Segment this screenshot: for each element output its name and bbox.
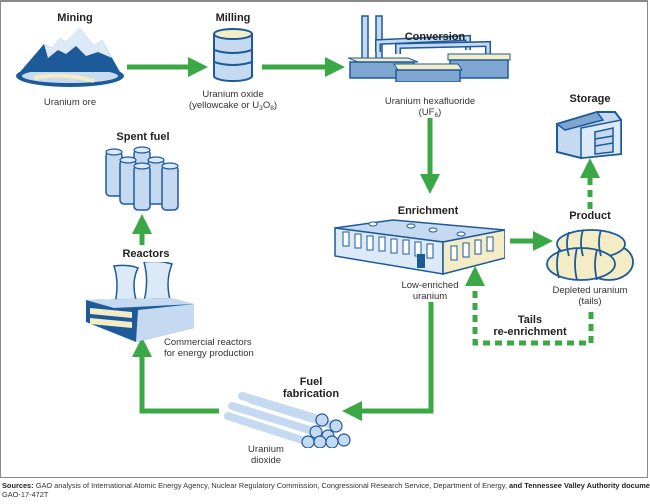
milling-label: Milling — [215, 12, 251, 24]
sources-label: Sources: — [2, 481, 34, 490]
report-id: GAO-17-472T — [2, 490, 49, 499]
product-caption-line1: Depleted uranium — [552, 285, 628, 296]
tails-label-line1: Tails — [517, 314, 543, 326]
fuel-rods-icon — [224, 392, 351, 448]
flow-arrows — [127, 57, 600, 421]
arrow-tails-reenrichment — [465, 266, 594, 346]
fuel-fabrication-label: Fuel fabrication — [278, 376, 344, 400]
tails-reenrichment-label: Tails re-enrichment — [485, 314, 575, 338]
enrichment-caption-line2: uranium — [412, 291, 448, 302]
enrichment-plant-icon — [334, 219, 505, 275]
warehouse-icon — [555, 111, 622, 160]
fuel-fabrication-caption: Uranium dioxide — [236, 444, 296, 466]
reactors-caption-line1: Commercial reactors — [164, 337, 252, 348]
milling-caption-line2: (yellowcake or U3O8) — [188, 100, 278, 112]
sources-line: Sources: GAO analysis of International A… — [2, 481, 650, 490]
arrow-fuel-fabrication-to-reactors — [132, 337, 219, 414]
mountain-icon — [16, 28, 124, 87]
sources-text: GAO analysis of International Atomic Ene… — [33, 481, 510, 490]
product-caption: Depleted uranium (tails) — [545, 285, 635, 307]
tails-label-line2: re-enrichment — [493, 326, 567, 338]
storage-label: Storage — [569, 93, 611, 105]
reactors-caption: Commercial reactors for energy productio… — [164, 337, 264, 359]
mining-label: Mining — [57, 12, 93, 24]
conversion-label: Conversion — [404, 31, 466, 43]
factory-icon — [348, 15, 511, 82]
conversion-caption: Uranium hexafluoride (UF6) — [375, 96, 485, 119]
conversion-caption-line2: (UF6) — [418, 107, 442, 119]
conversion-caption-line1: Uranium hexafluoride — [384, 96, 476, 107]
arrow-enrichment-to-fuel-fabrication — [342, 302, 434, 421]
milling-caption-line1: Uranium oxide — [202, 89, 264, 100]
cooling-tower-icon — [86, 262, 194, 342]
cylinders-icon — [546, 229, 634, 281]
milling-caption: Uranium oxide (yellowcake or U3O8) — [183, 89, 283, 112]
diagram-frame — [0, 0, 648, 478]
enrichment-caption-line1: Low-enriched — [401, 280, 459, 291]
fuel-fabrication-label-line1: Fuel — [299, 376, 323, 388]
fuel-fabrication-label-line2: fabrication — [282, 388, 340, 400]
enrichment-caption: Low-enriched uranium — [390, 280, 470, 302]
spent-fuel-label: Spent fuel — [116, 131, 170, 143]
reactors-caption-line2: for energy production — [164, 348, 254, 359]
drum-icon — [213, 28, 253, 82]
fuel-fabrication-caption-line2: dioxide — [250, 455, 282, 466]
product-label: Product — [569, 210, 611, 222]
enrichment-label: Enrichment — [397, 205, 459, 217]
reactors-label: Reactors — [122, 248, 170, 260]
footer: Sources: GAO analysis of International A… — [2, 481, 650, 499]
sources-text-bold: and Tennessee Valley Authority documents… — [509, 481, 650, 490]
product-caption-line2: (tails) — [578, 296, 602, 307]
fuel-fabrication-caption-line1: Uranium — [248, 444, 284, 455]
fuel-canisters-icon — [105, 146, 179, 211]
mining-caption: Uranium ore — [43, 97, 97, 108]
